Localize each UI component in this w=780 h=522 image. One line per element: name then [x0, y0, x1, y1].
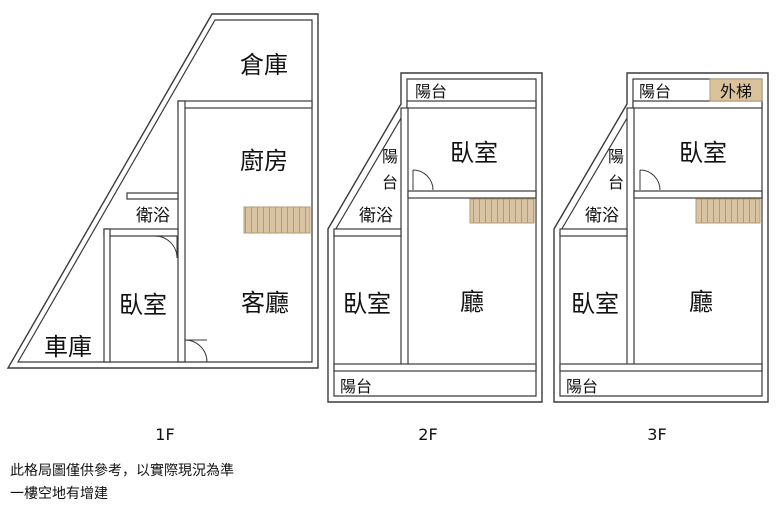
door-3f-balcony-swing — [639, 169, 661, 191]
room-label-2f-bedroom: 臥室 — [343, 290, 391, 318]
wall-2f-bedroom-bottom — [407, 190, 537, 199]
floor-3f-outer-wall — [553, 72, 769, 403]
floor-3f-inner-wall — [559, 78, 763, 397]
room-label-3f-balcony-side-1: 陽 — [608, 147, 624, 166]
room-label-2f-balcony-bottom: 陽台 — [340, 377, 372, 396]
wall-2f-bath-bottom — [333, 228, 402, 237]
door-bath-swing — [154, 235, 178, 259]
wall-2f-balcony-bottom — [333, 363, 537, 372]
wall-3f-bath-bottom — [559, 228, 628, 237]
room-label-kitchen: 廚房 — [240, 147, 288, 175]
disclaimer-note: 此格局圖僅供參考，以實際現況為準 — [10, 463, 234, 479]
room-label-living: 客廳 — [241, 289, 289, 317]
room-label-storage: 倉庫 — [240, 51, 288, 79]
room-label-3f-bedroom-top: 臥室 — [679, 139, 727, 167]
floor-1f-inner-wall — [16, 19, 313, 363]
room-label-3f-hall: 廳 — [689, 288, 713, 316]
floor-1f-outer-wall — [6, 13, 319, 369]
wall-bath-top — [126, 192, 179, 200]
wall-central-partition — [177, 100, 186, 363]
room-label-3f-bedroom: 臥室 — [571, 290, 619, 318]
room-label-garage: 車庫 — [44, 333, 92, 361]
floor-2f-inner-wall — [333, 78, 537, 397]
wall-bath-bottom — [103, 228, 179, 237]
room-label-3f-exterior-stair: 外梯 — [720, 82, 752, 101]
door-2f-balcony-swing — [412, 169, 434, 191]
wall-3f-bedroom-bottom — [633, 190, 763, 199]
floor-caption-3f: 3F — [647, 425, 666, 444]
floor-1f — [6, 13, 319, 369]
exterior-stair-block — [709, 78, 763, 102]
floor-3f — [553, 72, 769, 403]
wall-3f-balcony-top — [632, 100, 763, 109]
room-label-3f-balcony-side-2: 台 — [608, 173, 624, 192]
room-label-bedroom-1f: 臥室 — [119, 291, 167, 319]
room-label-2f-balcony-side-1: 陽 — [382, 147, 398, 166]
extension-note: 一樓空地有增建 — [10, 486, 108, 502]
room-label-2f-bedroom-top: 臥室 — [450, 139, 498, 167]
room-label-2f-balcony-top: 陽台 — [415, 82, 447, 101]
staircase-1f — [243, 206, 311, 234]
floor-caption-1f: 1F — [155, 425, 174, 444]
door-living-swing — [184, 339, 208, 363]
wall-storage-kitchen — [177, 100, 313, 109]
floor-2f-outer-wall — [327, 72, 543, 403]
floor-caption-2f: 2F — [418, 425, 437, 444]
wall-2f-partition — [400, 107, 409, 371]
room-label-2f-balcony-side-2: 台 — [382, 173, 398, 192]
room-label-3f-bath: 衛浴 — [585, 206, 619, 226]
wall-2f-balcony-top — [406, 100, 537, 109]
room-label-3f-balcony-top: 陽台 — [639, 82, 671, 101]
room-label-2f-bath: 衛浴 — [359, 206, 393, 226]
staircase-3f — [695, 198, 761, 224]
room-label-3f-balcony-bottom: 陽台 — [566, 377, 598, 396]
staircase-2f — [469, 198, 535, 224]
room-label-2f-hall: 廳 — [460, 288, 484, 316]
room-label-bath-1f: 衛浴 — [136, 206, 170, 226]
wall-3f-balcony-bottom — [559, 363, 763, 372]
wall-3f-partition — [626, 107, 635, 371]
wall-bedroom-left — [103, 228, 111, 363]
floor-2f — [327, 72, 543, 403]
